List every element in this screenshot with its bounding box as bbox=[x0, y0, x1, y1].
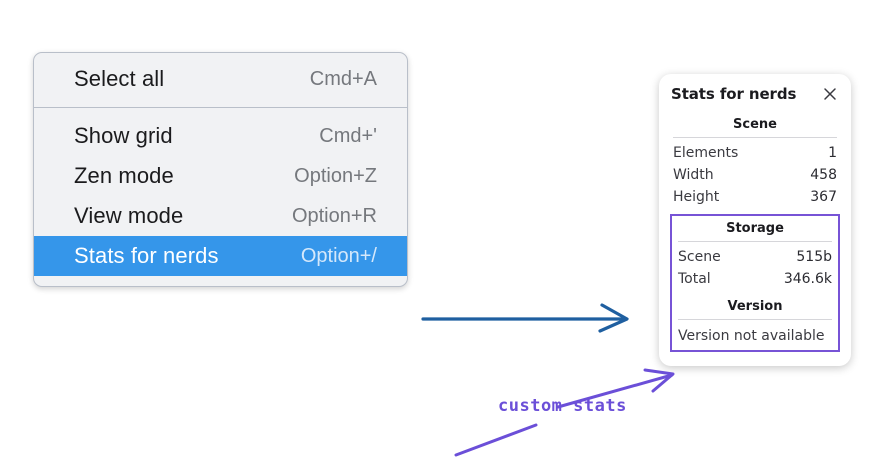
section-heading-storage: Storage bbox=[726, 221, 784, 236]
flow-arrow-icon bbox=[420, 295, 635, 345]
stat-label: Height bbox=[673, 189, 720, 205]
menu-item-shortcut: Cmd+A bbox=[309, 67, 377, 90]
stat-value: 515b bbox=[796, 249, 832, 265]
context-menu: Select all Cmd+A Show grid Cmd+' Zen mod… bbox=[33, 52, 408, 287]
menu-item-stats-for-nerds[interactable]: Stats for nerds Option+/ bbox=[34, 236, 407, 276]
section-heading-scene: Scene bbox=[733, 117, 777, 132]
menu-item-select-all[interactable]: Select all Cmd+A bbox=[34, 59, 407, 99]
menu-group-2: Show grid Cmd+' Zen mode Option+Z View m… bbox=[34, 107, 407, 286]
menu-group-1: Select all Cmd+A bbox=[34, 53, 407, 107]
stats-panel: Stats for nerds Scene Elements 1 Width 4… bbox=[659, 74, 851, 366]
stat-value: 458 bbox=[810, 167, 837, 183]
stat-value: 367 bbox=[810, 189, 837, 205]
menu-item-label: Select all bbox=[74, 66, 165, 91]
menu-item-shortcut: Option+Z bbox=[294, 164, 377, 187]
section-heading-version: Version bbox=[727, 299, 783, 314]
close-icon[interactable] bbox=[821, 85, 839, 103]
stats-panel-title: Stats for nerds bbox=[671, 85, 797, 103]
section-divider bbox=[678, 319, 832, 320]
menu-item-zen-mode[interactable]: Zen mode Option+Z bbox=[34, 156, 407, 196]
menu-item-shortcut: Option+/ bbox=[300, 244, 377, 267]
stats-panel-header: Stats for nerds bbox=[671, 85, 839, 103]
stat-row: Scene 515b bbox=[676, 246, 834, 268]
stat-row: Width 458 bbox=[671, 164, 839, 186]
stat-label: Elements bbox=[673, 145, 739, 161]
menu-item-label: View mode bbox=[74, 203, 184, 228]
menu-item-shortcut: Cmd+' bbox=[319, 124, 377, 147]
stat-row: Height 367 bbox=[671, 186, 839, 208]
stat-row: Total 346.6k bbox=[676, 268, 834, 290]
menu-item-show-grid[interactable]: Show grid Cmd+' bbox=[34, 116, 407, 156]
stat-label: Total bbox=[678, 271, 711, 287]
menu-item-label: Show grid bbox=[74, 123, 173, 148]
annotation-arrow-icon bbox=[440, 355, 685, 461]
stat-value: 346.6k bbox=[783, 271, 832, 287]
section-divider bbox=[673, 137, 837, 138]
stat-value: 1 bbox=[828, 145, 837, 161]
stat-label: Scene bbox=[678, 249, 721, 265]
menu-item-label: Stats for nerds bbox=[74, 243, 219, 268]
version-note: Version not available bbox=[678, 328, 825, 344]
custom-stats-highlight-box: Storage Scene 515b Total 346.6k Version … bbox=[670, 214, 840, 352]
menu-item-shortcut: Option+R bbox=[291, 204, 377, 227]
stat-label: Width bbox=[673, 167, 714, 183]
menu-item-label: Zen mode bbox=[74, 163, 174, 188]
stat-row: Elements 1 bbox=[671, 142, 839, 164]
menu-item-view-mode[interactable]: View mode Option+R bbox=[34, 196, 407, 236]
section-divider bbox=[678, 241, 832, 242]
